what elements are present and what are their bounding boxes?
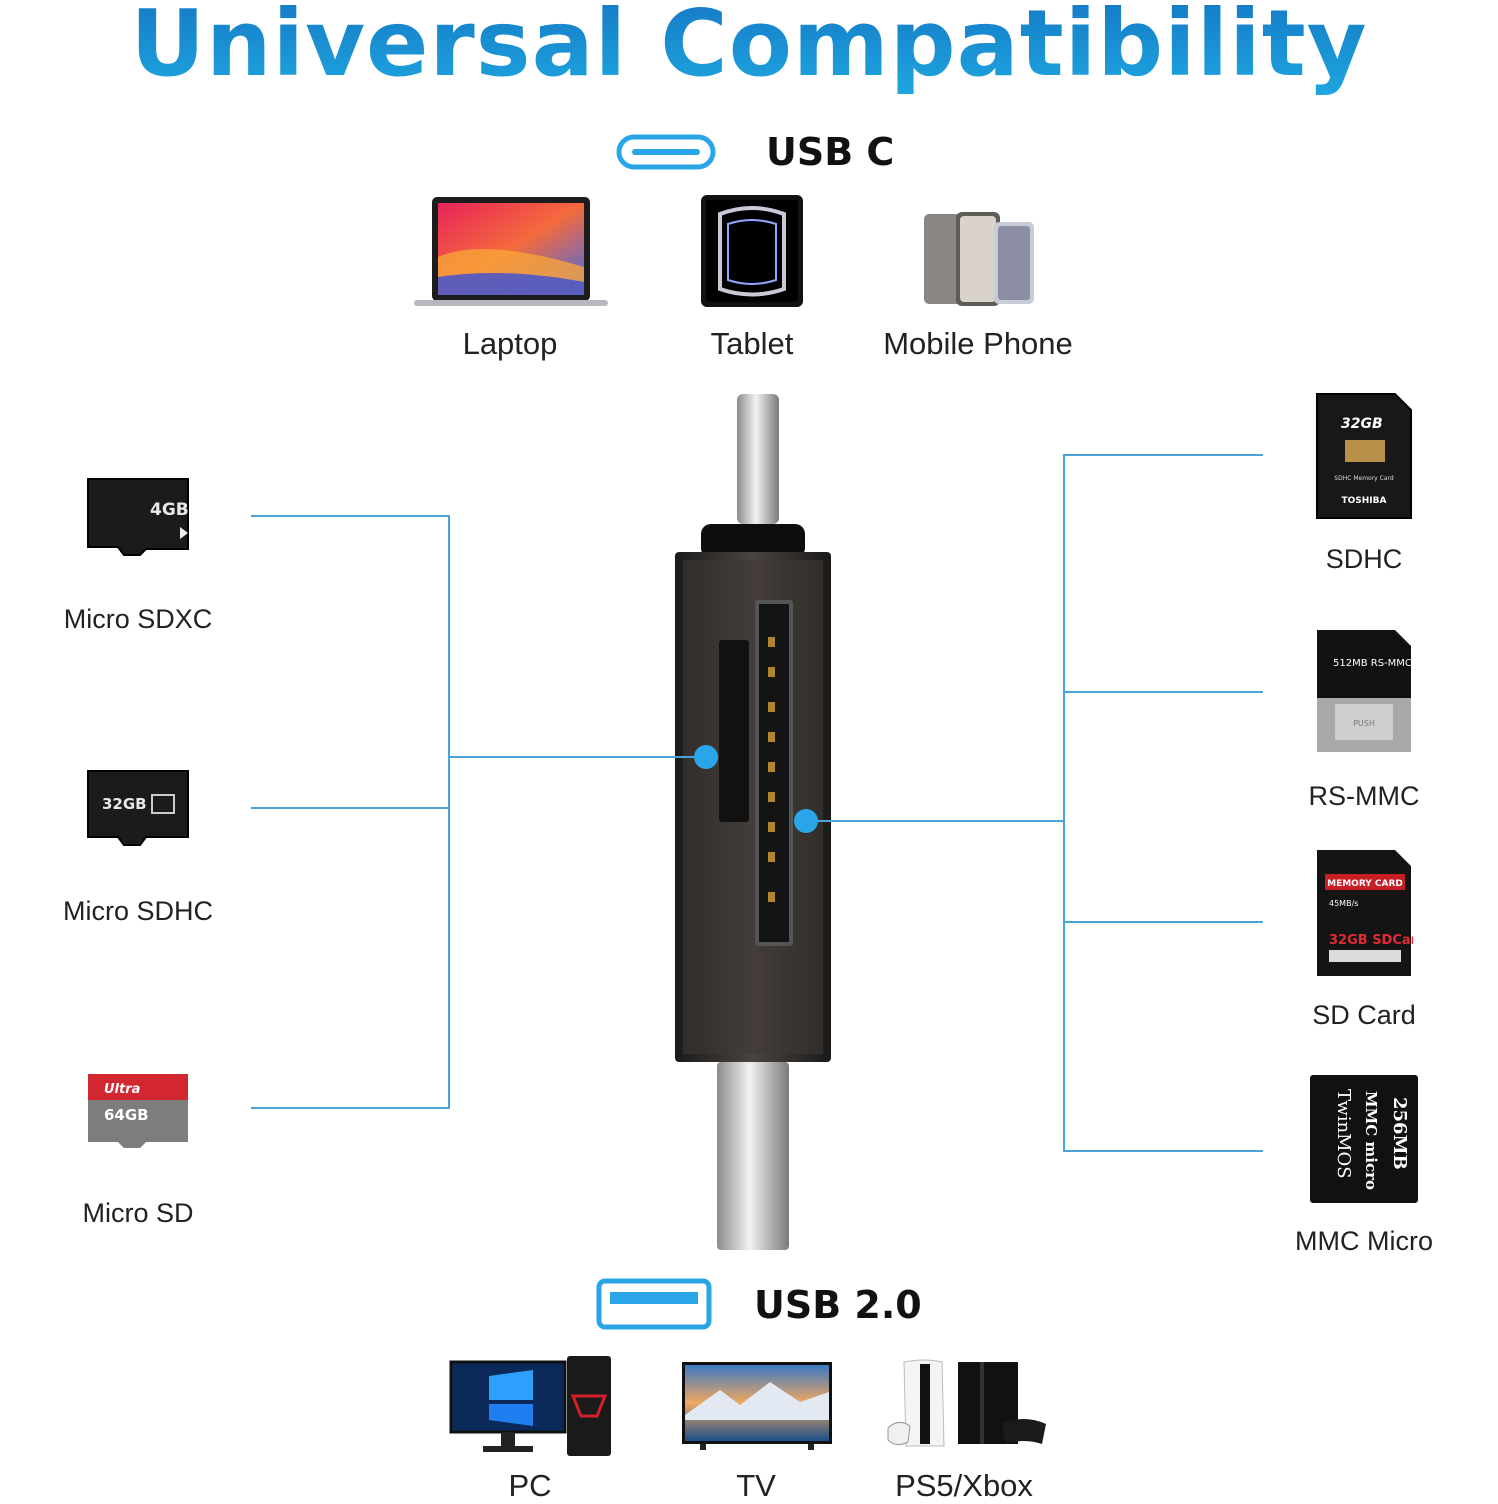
card-text: 4GB <box>150 500 189 520</box>
connector-line <box>448 515 450 1109</box>
usb-c-icon <box>616 134 716 170</box>
micro-sdhc-label: Micro SDHC <box>62 896 213 926</box>
tablet-label: Tablet <box>710 326 794 361</box>
tv-label: TV <box>736 1468 776 1503</box>
mobile-phone-icon <box>922 212 1036 306</box>
connector-line <box>251 807 450 809</box>
micro-sd-card-icon: Ultra 64GB <box>84 1070 194 1152</box>
card-sub: MMC micro <box>1362 1091 1380 1190</box>
connector-line <box>1063 454 1065 1152</box>
mobile-phone-label: Mobile Phone <box>883 326 1073 361</box>
page-title: Universal Compatibility <box>0 0 1498 97</box>
card-brand: TOSHIBA <box>1342 496 1387 506</box>
micro-sd-label: Micro SD <box>82 1198 194 1228</box>
usb-a-label: USB 2.0 <box>754 1283 922 1327</box>
mmc-micro-card-icon: 256MB MMC micro TwinMOS <box>1308 1073 1420 1205</box>
sd-slot-dot <box>794 809 818 833</box>
usb-a-icon <box>596 1278 712 1330</box>
console-icon <box>884 1358 1050 1450</box>
card-text: 32GB <box>102 795 147 813</box>
laptop-icon <box>414 197 608 309</box>
card-sub: PUSH <box>1353 719 1375 728</box>
pc-label: PC <box>508 1468 552 1503</box>
card-text: 512MB RS-MMC <box>1333 658 1412 669</box>
connector-line <box>1064 691 1263 693</box>
card-speed: 45MB/s <box>1329 899 1358 908</box>
card-text: 32GB <box>1341 416 1383 432</box>
rs-mmc-label: RS-MMC <box>1308 781 1420 811</box>
sdhc-label: SDHC <box>1325 544 1403 574</box>
laptop-label: Laptop <box>462 326 558 361</box>
card-brand: Ultra <box>104 1082 140 1097</box>
connector-line <box>251 515 450 517</box>
pc-icon <box>449 1356 615 1458</box>
micro-slot-dot <box>694 745 718 769</box>
rs-mmc-card-icon: 512MB RS-MMC PUSH <box>1315 628 1413 756</box>
card-text: 256MB <box>1389 1097 1410 1170</box>
sdhc-card-icon: 32GB SDHC Memory Card TOSHIBA <box>1315 392 1413 520</box>
micro-sdxc-label: Micro SDXC <box>63 604 213 634</box>
mmc-micro-label: MMC Micro <box>1295 1226 1433 1256</box>
micro-sdxc-card-icon: 4GB <box>84 475 194 557</box>
connector-line <box>1064 921 1263 923</box>
card-text: 64GB <box>104 1106 149 1124</box>
console-label: PS5/Xbox <box>895 1468 1033 1503</box>
connector-line <box>450 756 706 758</box>
connector-line <box>1064 1150 1263 1152</box>
connector-line <box>251 1107 450 1109</box>
sd-card-label: SD Card <box>1312 1000 1416 1030</box>
card-brand: TwinMOS <box>1333 1089 1354 1179</box>
usb-c-label: USB C <box>766 130 895 174</box>
tv-icon <box>680 1360 834 1452</box>
card-reader-device <box>673 392 833 1252</box>
connector-line <box>806 820 1064 822</box>
card-sub: SDHC Memory Card <box>1334 475 1394 482</box>
tablet-icon <box>700 194 804 308</box>
connector-line <box>1064 454 1263 456</box>
micro-sdhc-card-icon: 32GB <box>84 767 194 849</box>
card-sub: MEMORY CARD <box>1327 879 1403 889</box>
